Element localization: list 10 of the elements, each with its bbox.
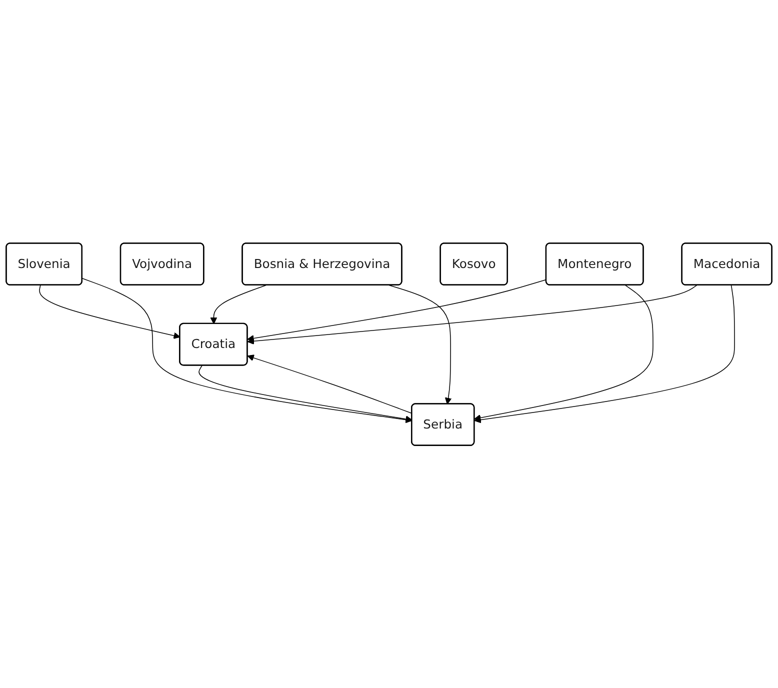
arrow	[82, 278, 412, 423]
arrow	[474, 284, 735, 423]
arrow	[210, 284, 266, 324]
arrow	[247, 284, 698, 344]
arrow	[388, 284, 452, 404]
arrow	[474, 284, 654, 421]
arrow	[198, 364, 412, 422]
arrow	[247, 278, 547, 342]
arrow	[39, 284, 180, 339]
arrow	[247, 354, 412, 414]
